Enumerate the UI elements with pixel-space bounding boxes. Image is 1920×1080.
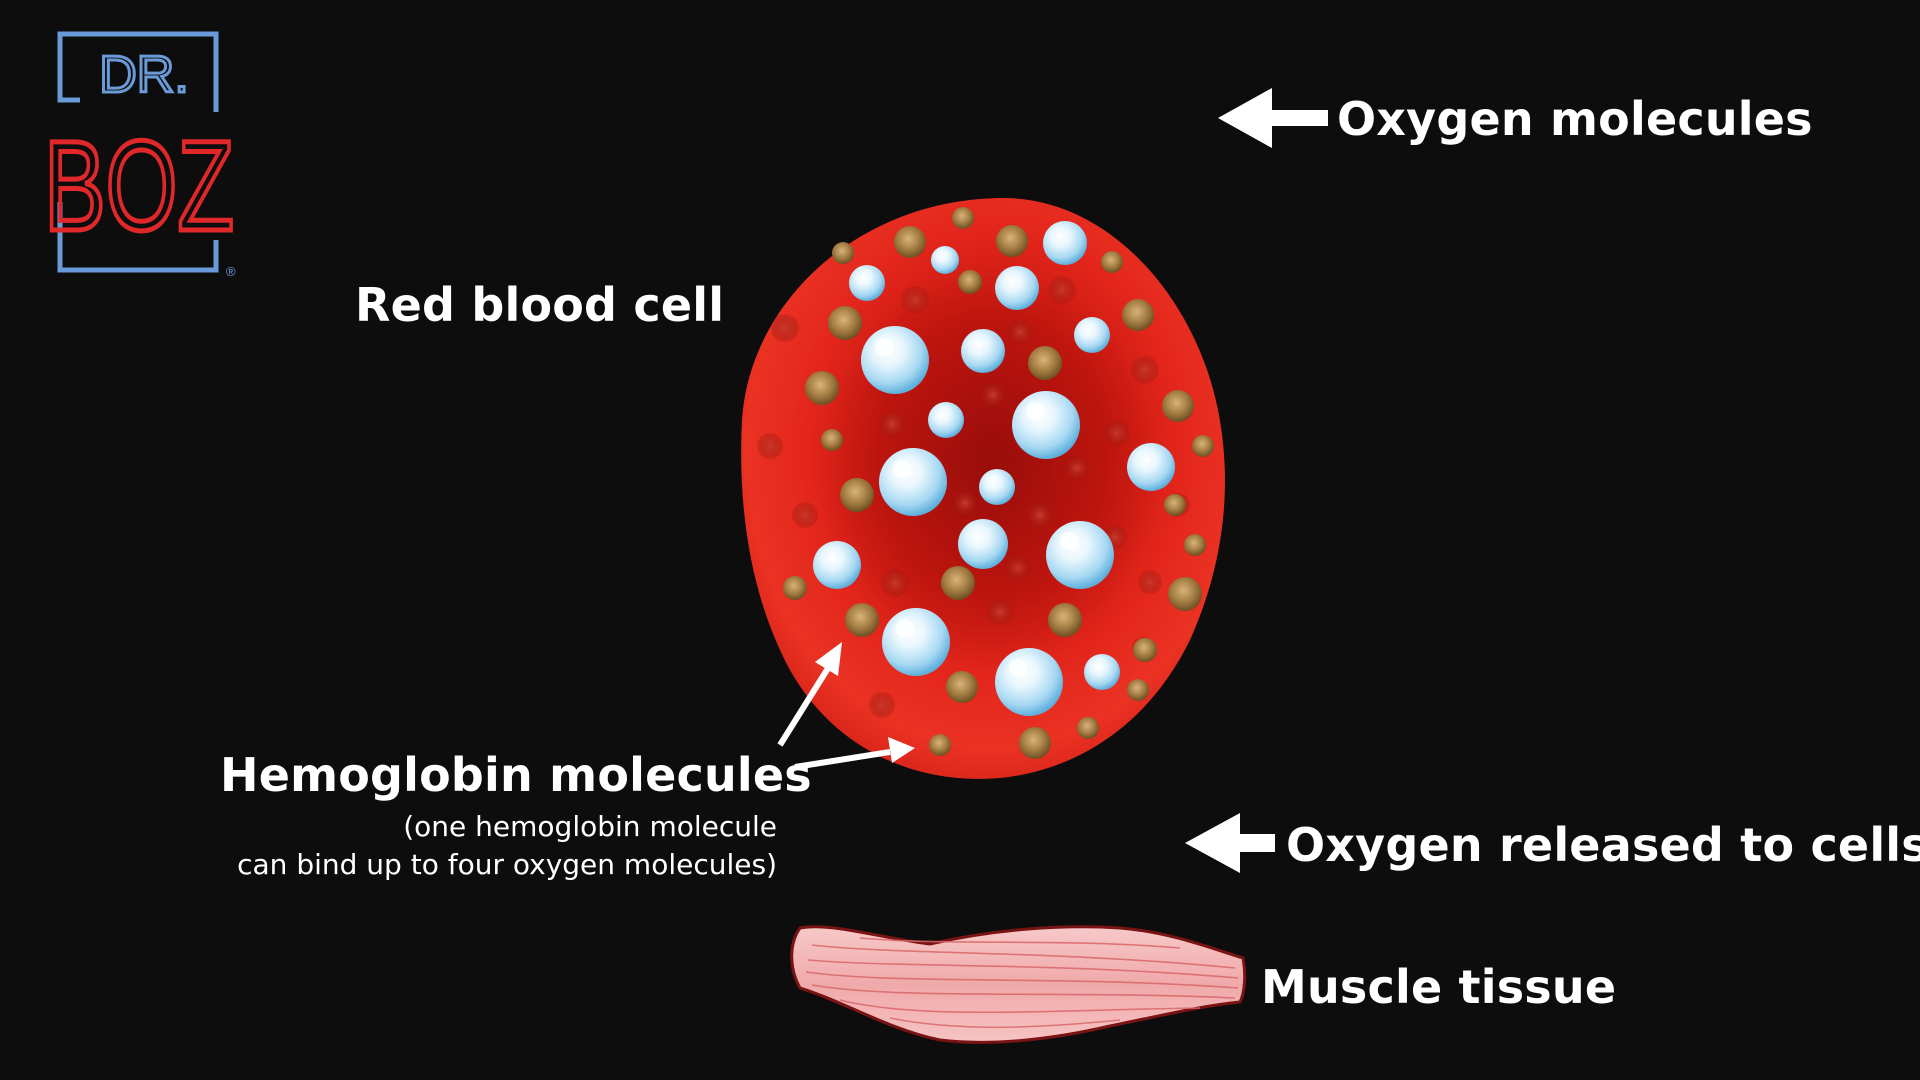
dr-boz-logo: DR. BOZ ® — [42, 31, 237, 279]
red-blood-cell-label: Red blood cell — [355, 278, 725, 332]
muscle-tissue-shape — [790, 925, 1247, 1044]
pointer-arrow-icon — [777, 663, 833, 747]
logo-top: DR. — [99, 46, 189, 104]
muscle-tissue — [790, 925, 1247, 1044]
pointer-arrow-icon — [794, 749, 891, 770]
logo-frame — [57, 31, 219, 273]
hemoglobin-note-line-1: (one hemoglobin molecule — [403, 810, 777, 843]
hemoglobin-pointers — [777, 642, 915, 770]
oxygen-released-label: Oxygen released to cells — [1286, 818, 1920, 872]
oxygen-highlights — [875, 338, 1078, 677]
hemoglobin-note-line-2: can bind up to four oxygen molecules) — [237, 848, 777, 881]
left-arrow-icon — [1218, 88, 1328, 148]
logo-registered-mark: ® — [226, 264, 236, 279]
left-arrow-icon — [1185, 813, 1275, 873]
hemoglobin-label: Hemoglobin molecules — [220, 748, 812, 802]
hemoglobin-molecules — [783, 207, 1214, 759]
muscle-fibers — [805, 937, 1239, 1029]
oxygen-molecules-label: Oxygen molecules — [1337, 92, 1813, 146]
logo-main: BOZ — [44, 115, 234, 258]
pointer-arrow-head-2 — [888, 737, 915, 763]
pointer-arrow-head-1 — [815, 642, 842, 676]
muscle-tissue-label: Muscle tissue — [1261, 960, 1617, 1014]
